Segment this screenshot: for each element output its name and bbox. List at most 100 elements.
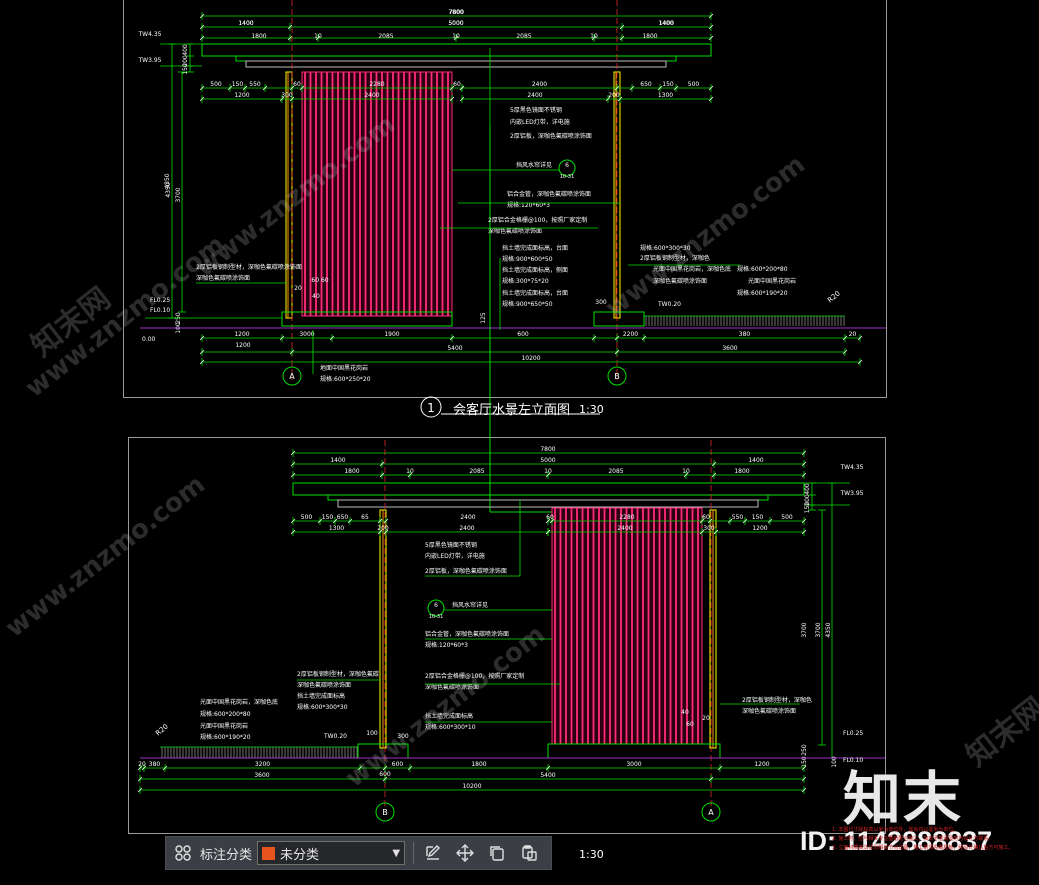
- dimension-tick: [382, 776, 388, 782]
- annotation-text: 2厚铝板钢制型材，深咖色氟碳喷涂饰面: [196, 263, 302, 271]
- annotation-text: 深咖色氟碳喷涂饰面: [297, 681, 351, 689]
- level-label: FL0.25: [150, 297, 170, 304]
- dimension-tick: [383, 518, 389, 524]
- move-icon[interactable]: [454, 842, 476, 864]
- dimension-label: 1800: [251, 33, 266, 40]
- dimension-label: 3200: [255, 761, 270, 768]
- dimension-tick: [199, 335, 205, 341]
- dimension-label: 2400: [527, 92, 542, 99]
- dimension-tick: [287, 24, 293, 30]
- dimension-label: 550: [732, 514, 744, 521]
- dimension-label: 150: [801, 756, 808, 768]
- copy-icon[interactable]: [486, 842, 508, 864]
- dimension-tick: [545, 518, 551, 524]
- dimension-label: 2085: [516, 33, 531, 40]
- dimension-label: 650: [640, 81, 652, 88]
- detail-number: 6: [565, 162, 569, 169]
- dimension-tick: [141, 765, 147, 771]
- roof-underside: [245, 60, 667, 68]
- annotation-text: 规格:600*300*30: [640, 244, 691, 252]
- dimension-label: 3600: [722, 345, 737, 352]
- dimension-tick: [842, 349, 848, 355]
- dimension-tick: [801, 461, 807, 467]
- drawing1-title: 会客厅水景左立面图: [453, 403, 571, 418]
- dimension-label: 3000: [299, 331, 314, 338]
- dimension-tick: [545, 765, 551, 771]
- red-note: 2. 施工时，应与相关专业图纸配合施工，如有矛盾请及时与设计方联系。: [832, 836, 994, 842]
- annotation-text: 规格:120*60*3: [507, 201, 550, 209]
- edit-icon[interactable]: [422, 842, 444, 864]
- detail-bubble: [427, 599, 445, 617]
- annotation-text: 内嵌LED灯带，详电施: [425, 552, 485, 560]
- annotation-text: 规格:600*300*10: [425, 723, 476, 731]
- roof-fascia: [235, 55, 677, 62]
- dimension-label: 400: [804, 483, 811, 495]
- dimension-label: 2200: [623, 331, 638, 338]
- annotation-text: 300: [397, 733, 409, 740]
- dimension-tick: [713, 529, 719, 535]
- dimension-label: 3000: [626, 761, 641, 768]
- dimension-label: 500: [210, 81, 222, 88]
- dimension-tick: [279, 96, 285, 102]
- dimension-tick: [742, 518, 748, 524]
- annotation-text: 挡土墙完成面标高: [425, 712, 473, 720]
- dimension-tick: [619, 35, 625, 41]
- annotation-text: 深咖色氟碳喷涂饰面: [653, 277, 707, 285]
- dimension-label: 1200: [235, 342, 250, 349]
- annotation-text: 光面中国黑花岗岩: [748, 277, 796, 285]
- dimension-label: 1400: [238, 20, 253, 27]
- dimension-label: 1200: [234, 331, 249, 338]
- annotation-text: 5厚黑色镜面不锈钢: [510, 106, 562, 114]
- dimension-tick: [407, 765, 413, 771]
- dimension-tick: [629, 85, 635, 91]
- dimension-tick: [801, 518, 807, 524]
- annotation-text: 挡土墙完成面标高，侧面: [502, 266, 568, 274]
- dimension-tick: [199, 13, 205, 19]
- dimension-label: 10: [590, 33, 598, 40]
- dimension-label: 200: [608, 92, 620, 99]
- level-label: FL0.10: [843, 757, 863, 764]
- paste-icon[interactable]: [518, 842, 540, 864]
- dimension-tick: [289, 96, 295, 102]
- category-select[interactable]: 未分类 ▼: [257, 841, 406, 865]
- grid-bubble: [607, 366, 627, 386]
- dimension-label: 300: [703, 525, 715, 532]
- grid-label: A: [289, 372, 295, 381]
- grid-label: B: [382, 808, 388, 817]
- dimension-tick: [137, 776, 143, 782]
- dimension-tick: [459, 96, 465, 102]
- dimension-tick: [717, 765, 723, 771]
- roof-slab: [292, 482, 805, 496]
- dimension-label: 1400: [658, 20, 673, 27]
- title-bubble: [420, 396, 442, 418]
- red-notes: 1. 本图尺寸除标高以米为单位外，其余均以毫米为单位。 2. 施工时，应与相关专…: [832, 826, 1032, 853]
- dimension-label: 3700: [801, 622, 808, 637]
- dimension-label: 1400: [330, 457, 345, 464]
- dimension-tick: [383, 529, 389, 535]
- dimension-label: 2400: [617, 525, 632, 532]
- dimension-tick: [857, 359, 863, 365]
- annotation-text: 2厚铝合金格栅@100，按照厂家定制: [488, 216, 587, 224]
- dimension-label: 300: [281, 92, 293, 99]
- grid-menu-icon[interactable]: [172, 842, 194, 864]
- annotation-text: 深咖色氟碳喷涂饰面: [425, 683, 479, 691]
- annotation-text: 40: [681, 709, 689, 716]
- dimension-tick: [199, 96, 205, 102]
- annotation-text: 2厚铝板钢制型材，深咖色: [742, 696, 812, 704]
- dimension-label: 2085: [378, 33, 393, 40]
- grid-label: B: [614, 372, 620, 381]
- dimension-tick: [199, 85, 205, 91]
- dimension-tick: [453, 35, 459, 41]
- dimension-label: 500: [781, 514, 793, 521]
- annotation-text: 深咖色氟碳喷涂饰面: [742, 707, 796, 715]
- plinth: [593, 311, 645, 327]
- dimension-tick: [699, 529, 705, 535]
- annotation-text: 地面中国黑花岗岩: [320, 364, 368, 372]
- dimension-tick: [708, 776, 714, 782]
- level-label: TW0.20: [323, 733, 347, 740]
- dimension-tick: [801, 529, 807, 535]
- level-label: TW3.95: [138, 57, 162, 64]
- dimension-label: 10200: [521, 355, 540, 362]
- level-label: TW3.95: [840, 490, 864, 497]
